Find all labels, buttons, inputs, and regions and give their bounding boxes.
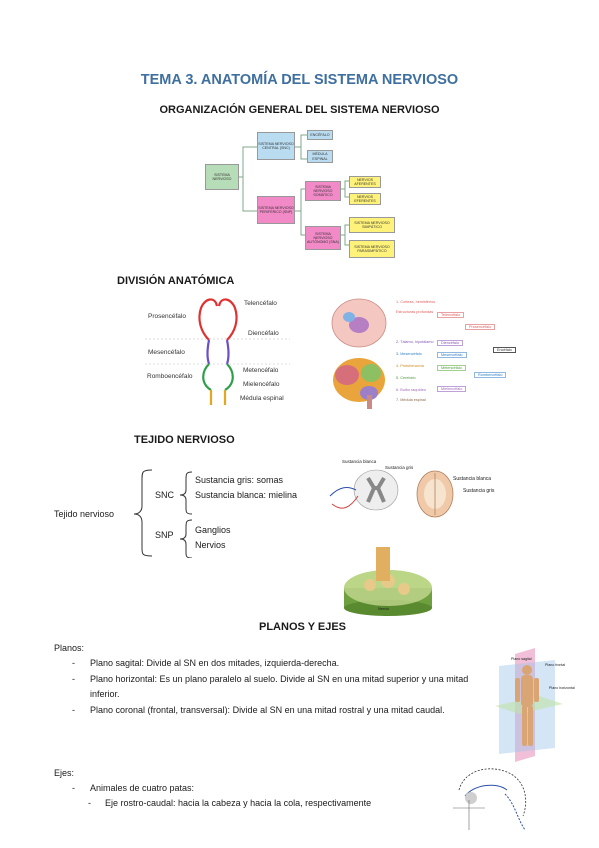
page-title: TEMA 3. ANATOMÍA DEL SISTEMA NERVIOSO bbox=[140, 72, 459, 88]
brain-illustration bbox=[331, 298, 387, 409]
org-root-box: SISTEMA NERVIOSO bbox=[205, 164, 239, 190]
planos-heading: PLANOS Y EJES bbox=[259, 621, 347, 633]
axes-drawing bbox=[453, 768, 527, 831]
fig-label-sagital: Plano sagital bbox=[511, 657, 532, 661]
spinal-cord-drawing bbox=[329, 469, 399, 511]
label-mesencefalo: Mesencéfalo bbox=[148, 349, 185, 356]
label-prosencefalo: Prosencéfalo bbox=[148, 313, 186, 320]
tejido-snp: SNP bbox=[155, 530, 174, 540]
tejido-ganglios: Ganglios bbox=[195, 525, 231, 535]
img-label-blanca: Sustancia blanca bbox=[342, 459, 377, 464]
brain-pill: Rombencéfalo bbox=[474, 372, 507, 378]
brain-list-item: 1. Corteza, hemisferios bbox=[396, 300, 436, 304]
org-medula-box: MÉDULA ESPINAL bbox=[307, 150, 333, 163]
tejido-gris: Sustancia gris: somas bbox=[195, 475, 284, 485]
brain-list-item: 3. Mesencéfalo bbox=[396, 352, 422, 356]
ejes-item: Eje rostro-caudal: hacia la cabeza y hac… bbox=[105, 798, 372, 808]
body-planes-drawing bbox=[495, 648, 563, 762]
brain-pill: Diencéfalo bbox=[437, 340, 463, 346]
label-telencefalo: Telencéfalo bbox=[244, 300, 277, 307]
nerve-drawing bbox=[344, 547, 432, 616]
bullet-dash: - bbox=[72, 705, 75, 715]
bullet-dash: - bbox=[72, 674, 75, 684]
brain-list-item: 7. Médula espinal bbox=[396, 398, 426, 402]
brain-pill: Metencéfalo bbox=[437, 365, 466, 371]
brain-pill: Mielencéfalo bbox=[437, 386, 467, 392]
brain-pill: Telencéfalo bbox=[437, 312, 465, 318]
org-simpatico-box: SISTEMA NERVIOSO SIMPÁTICO bbox=[349, 217, 395, 233]
img-label-gris: Sustancia gris bbox=[385, 465, 414, 470]
tejido-braces bbox=[133, 469, 193, 558]
tejido-snc: SNC bbox=[155, 490, 175, 500]
planos-item: Plano horizontal: Es un plano paralelo a… bbox=[90, 674, 469, 699]
bullet-dash: - bbox=[88, 798, 91, 808]
neural-tube-drawing bbox=[145, 298, 290, 405]
brain-list-item: 6. Bulbo raquídeo bbox=[396, 388, 426, 392]
brain-list-item: 4. Protuberancia bbox=[396, 364, 424, 368]
label-mielencefalo: Mielencéfalo bbox=[243, 381, 280, 388]
fig-label-horizontal: Plano horizontal bbox=[549, 686, 575, 690]
ejes-sub: Animales de cuatro patas: bbox=[90, 783, 195, 793]
org-snc-box: SISTEMA NERVIOSO CENTRAL (SNC) bbox=[257, 132, 295, 160]
tejido-blanca: Sustancia blanca: mielina bbox=[195, 490, 298, 500]
brain-pill: Prosencéfalo bbox=[465, 324, 496, 330]
brain-list-item: 2. Tálamo, hipotálamo bbox=[396, 340, 434, 344]
tejido-nervios: Nervios bbox=[195, 540, 226, 550]
label-medula: Médula espinal bbox=[240, 395, 284, 402]
img-label-gris2: Sustancia gris bbox=[463, 488, 495, 494]
label-romboencefalo: Romboencéfalo bbox=[147, 373, 193, 380]
org-parasimpatico-box: SISTEMA NERVIOSO PARASIMPÁTICO bbox=[349, 240, 395, 258]
label-metencefalo: Metencéfalo bbox=[243, 367, 279, 374]
planos-item: Plano sagital: Divide al SN en dos mitad… bbox=[90, 658, 340, 668]
label-diencefalo: Diencéfalo bbox=[248, 330, 279, 337]
planos-intro: Planos: bbox=[54, 643, 85, 653]
org-encefalo-box: ENCÉFALO bbox=[307, 130, 333, 140]
ejes-intro: Ejes: bbox=[54, 768, 75, 778]
fig-label-frontal: Plano frontal bbox=[545, 663, 566, 667]
tejido-heading: TEJIDO NERVIOSO bbox=[134, 434, 235, 446]
bullet-dash: - bbox=[72, 783, 75, 793]
tejido-root: Tejido nervioso bbox=[54, 509, 115, 519]
img-label-nervio: Nervio bbox=[378, 607, 389, 611]
org-heading: ORGANIZACIÓN GENERAL DEL SISTEMA NERVIOS… bbox=[159, 104, 440, 116]
brain-list-item: Estructuras profundas bbox=[396, 310, 434, 314]
img-label-blanca2: Sustancia blanca bbox=[453, 476, 492, 482]
org-snp-box: SISTEMA NERVIOSO PERIFÉRICO (SNP) bbox=[257, 196, 295, 224]
planos-item: Plano coronal (frontal, transversal): Di… bbox=[90, 705, 445, 715]
brain-pill: Encéfalo bbox=[493, 347, 516, 353]
brain-pill: Mesencéfalo bbox=[437, 352, 467, 358]
org-aferentes-box: NERVIOS AFERENTES bbox=[349, 176, 381, 188]
bullet-dash: - bbox=[72, 658, 75, 668]
org-somatico-box: SISTEMA NERVIOSO SOMÁTICO bbox=[305, 181, 341, 201]
org-eferentes-box: NERVIOS EFERENTES bbox=[349, 193, 381, 205]
org-autonomo-box: SISTEMA NERVIOSO AUTÓNOMO (SNA) bbox=[305, 226, 341, 250]
brain-section-drawing bbox=[416, 470, 454, 518]
brain-list-item: 5. Cerebelo bbox=[396, 376, 416, 380]
division-heading: DIVISIÓN ANATÓMICA bbox=[117, 275, 235, 287]
